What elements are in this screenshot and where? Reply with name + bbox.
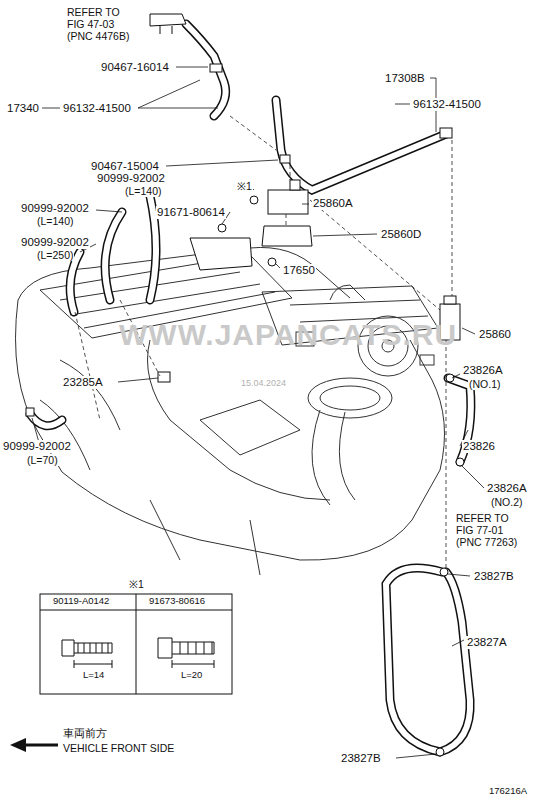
- bolt-table: [40, 594, 232, 694]
- part-number: 90467-16014: [100, 61, 170, 74]
- part-number: 90999-92002: [96, 172, 166, 185]
- hose-length: (L=70): [26, 454, 59, 466]
- part-number: 17340: [6, 102, 40, 115]
- table-header: ※1: [128, 578, 145, 590]
- part-number: 90999-92002: [20, 202, 90, 215]
- part-number: 25860A: [312, 197, 354, 210]
- part-number: 90999-92002: [2, 440, 72, 453]
- table-cell: 91673-80616: [148, 596, 206, 607]
- direction-label: 車両前方: [62, 727, 108, 739]
- part-number: 23826A: [462, 364, 504, 377]
- bolt-reference: ※1: [236, 180, 253, 192]
- part-number: 96132-41500: [62, 102, 132, 115]
- hoses: [30, 24, 471, 752]
- front-arrow: [10, 738, 58, 752]
- direction-label: VEHICLE FRONT SIDE: [62, 742, 175, 754]
- table-cell: L=20: [180, 670, 203, 681]
- part-number: 23826: [462, 440, 496, 453]
- date-stamp: 15.04.2024: [240, 378, 287, 388]
- figure-number: 176216A: [488, 786, 528, 797]
- part-number: 90999-92002: [20, 236, 90, 249]
- components: [26, 14, 464, 756]
- part-number: 23285A: [62, 376, 104, 389]
- engine-outline: [16, 247, 445, 575]
- part-number: 23827B: [340, 752, 382, 765]
- part-number: 23827B: [473, 570, 515, 583]
- hose-length: (L=140): [124, 185, 162, 197]
- table-cell: L=14: [82, 670, 105, 681]
- table-cell: 90119-A0142: [52, 596, 110, 607]
- hose-length: (L=140): [36, 215, 74, 227]
- hose-length: (L=250): [36, 249, 74, 261]
- part-number: 25860D: [380, 228, 422, 241]
- part-number: 17308B: [384, 72, 426, 85]
- watermark: WWW.JAPANCATS.RU: [118, 318, 458, 353]
- part-number: 25860: [478, 328, 512, 341]
- clamp-number: (NO.2): [490, 496, 524, 508]
- part-number: 23826A: [486, 482, 528, 495]
- part-number: 96132-41500: [412, 98, 482, 111]
- reference-note: REFER TO FIG 47-03 (PNC 4476B): [66, 6, 138, 42]
- part-number: 91671-80614: [156, 206, 226, 219]
- part-number: 17650: [282, 264, 316, 277]
- part-number: 23827A: [466, 636, 508, 649]
- reference-note: REFER TO FIG 77-01 (PNC 77263): [455, 512, 529, 548]
- leader-lines: [32, 67, 484, 758]
- clamp-number: (NO.1): [468, 378, 502, 390]
